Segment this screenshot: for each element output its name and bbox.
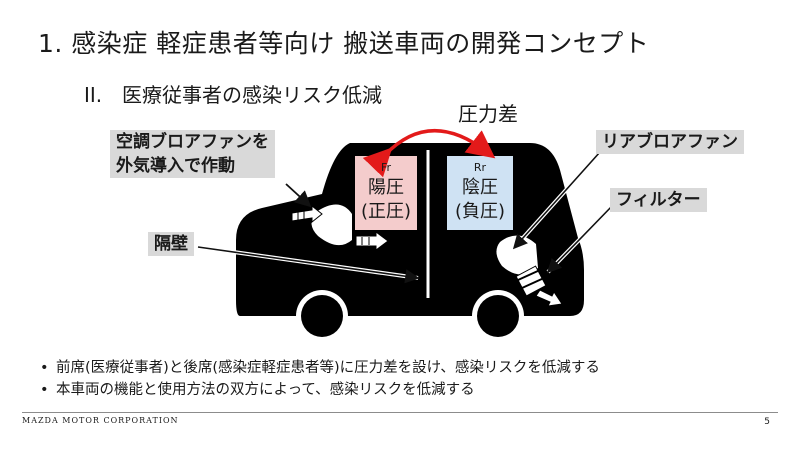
- rear-cabin-line2: (負圧): [454, 201, 506, 222]
- bullet-item: 本車両の機能と使用方法の双方によって、感染リスクを低減する: [38, 379, 600, 401]
- subtitle-number: II.: [84, 83, 103, 107]
- front-fan-label: 空調ブロアファンを 外気導入で作動: [110, 130, 275, 178]
- front-fan-label-line1: 空調ブロアファンを: [116, 132, 269, 152]
- page-number: 5: [764, 417, 770, 427]
- pressure-arrow: [362, 129, 496, 178]
- bulkhead-label: 隔壁: [148, 232, 194, 256]
- bulkhead-leader-arrow-core: [197, 246, 420, 284]
- front-fan-leader-arrow: [285, 183, 312, 208]
- subtitle-text: 医療従事者の感染リスク低減: [122, 83, 382, 107]
- rear-cabin-tag: Rr: [473, 161, 487, 174]
- front-cabin-label: Fr 陽圧 (正圧): [355, 156, 417, 224]
- rear-cabin-line1: 陰圧: [462, 177, 498, 198]
- footer-divider: [22, 412, 778, 413]
- front-airflow-arrow-2: [355, 231, 389, 251]
- slide-subtitle: II. 医療従事者の感染リスク低減: [84, 79, 382, 108]
- filter-leader-arrow-core: [546, 203, 615, 274]
- pressure-difference-label: 圧力差: [458, 102, 518, 126]
- front-airflow-arrow-1: [291, 204, 323, 224]
- slide-title: 1. 感染症 軽症患者等向け 搬送車両の開発コンセプト: [38, 29, 650, 58]
- front-cabin-tag: Fr: [380, 161, 392, 174]
- front-fan-label-line2: 外気導入で作動: [116, 156, 235, 176]
- rear-airflow-arrow: [535, 289, 563, 307]
- rear-wheel: [477, 295, 519, 337]
- rear-cabin-label: Rr 陰圧 (負圧): [447, 156, 513, 224]
- filter-block: [515, 265, 547, 297]
- rear-fan-leader-arrow-core: [512, 151, 601, 250]
- rear-fan-label: リアブロアファン: [596, 130, 744, 154]
- filter-label: フィルター: [610, 188, 707, 212]
- front-wheel: [301, 295, 343, 337]
- bullet-item: 前席(医療従事者)と後席(感染症軽症患者等)に圧力差を設け、感染リスクを低減する: [38, 357, 600, 379]
- bullet-list: 前席(医療従事者)と後席(感染症軽症患者等)に圧力差を設け、感染リスクを低減する…: [38, 357, 600, 401]
- front-cabin-line2: (正圧): [360, 201, 412, 222]
- front-cabin-line1: 陽圧: [368, 177, 404, 198]
- company-name: MAZDA MOTOR CORPORATION: [22, 416, 179, 425]
